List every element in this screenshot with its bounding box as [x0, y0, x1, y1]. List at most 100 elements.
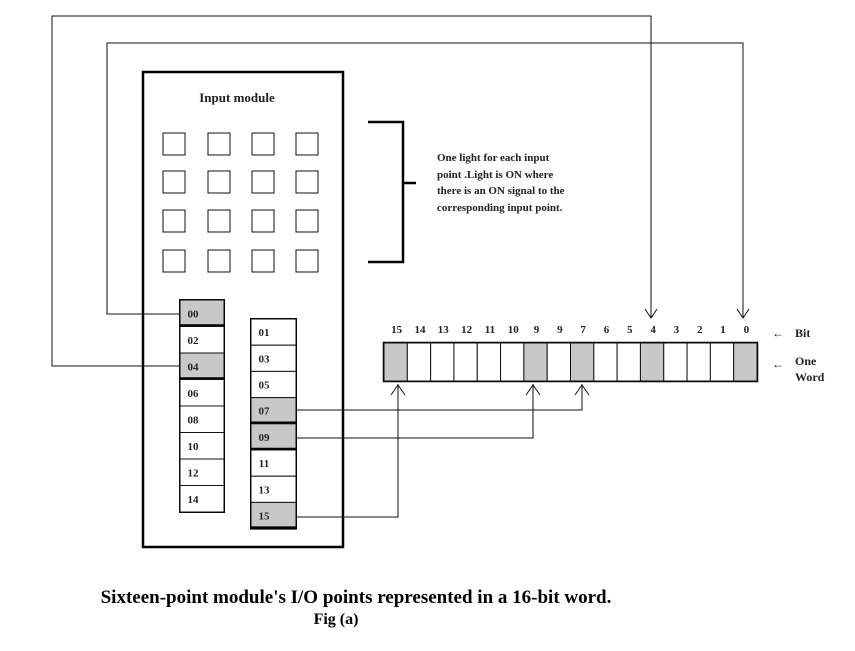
- word-legend-arrow: ←: [772, 357, 784, 371]
- note-line-4: corresponding input point.: [437, 202, 563, 214]
- indicator-light: [207, 170, 231, 194]
- terminal-label: 15: [259, 511, 271, 523]
- bit-cell: [733, 342, 758, 382]
- terminal-label: 02: [188, 335, 200, 347]
- indicator-light: [162, 170, 186, 194]
- terminal-cell: [179, 432, 225, 460]
- bit-cell: [616, 342, 641, 382]
- indicator-light: [207, 209, 231, 233]
- wire-terminal-15-to-bit-15: [296, 384, 399, 518]
- terminal-label: 13: [259, 484, 271, 496]
- terminal-label: 08: [188, 414, 200, 426]
- terminal-cell: [179, 485, 225, 513]
- bit-cell: [453, 342, 478, 382]
- bit-number-label: 11: [485, 324, 495, 336]
- terminal-label: 10: [188, 441, 200, 453]
- indicator-light: [162, 132, 186, 156]
- bit-cell: [570, 342, 595, 382]
- caption-fig: Fig (a): [314, 611, 359, 628]
- terminal-label: 05: [259, 380, 271, 392]
- caption-title: Sixteen-point module's I/O points repres…: [101, 587, 612, 608]
- indicator-light: [207, 249, 231, 273]
- bit-cell: [593, 342, 618, 382]
- arrowhead-bit-0: [736, 308, 750, 319]
- bit-cell: [383, 342, 408, 382]
- terminal-cell: [179, 299, 225, 327]
- terminal-cell: [250, 449, 297, 477]
- terminal-cell: [250, 344, 297, 372]
- bit-number-label: 2: [697, 324, 703, 336]
- bit-cell: [476, 342, 502, 382]
- terminal-label: 01: [259, 327, 270, 339]
- terminal-label: 09: [259, 432, 271, 444]
- indicator-light: [295, 249, 319, 273]
- wire-terminal-00-to-bit-0: [106, 42, 744, 318]
- bit-cell: [709, 342, 735, 382]
- terminal-label: 12: [188, 467, 200, 479]
- lights-bracket: [368, 120, 416, 264]
- bit-legend: Bit: [795, 326, 810, 340]
- indicator-light: [162, 209, 186, 233]
- note-line-1: One light for each input: [437, 152, 550, 164]
- bit-number-label: 5: [627, 324, 633, 336]
- bit-cell: [406, 342, 432, 382]
- indicator-light: [207, 132, 231, 156]
- terminal-label: 11: [259, 458, 269, 470]
- indicator-light: [251, 249, 275, 273]
- bit-number-label: 10: [508, 324, 520, 336]
- bit-number-label: 4: [650, 324, 656, 336]
- arrowhead-bit-4: [644, 308, 658, 319]
- terminal-cell: [250, 501, 297, 530]
- terminal-label: 00: [188, 308, 200, 320]
- arrowhead-bit-9: [525, 384, 541, 396]
- indicator-light: [162, 249, 186, 273]
- terminal-strip-odd: 01 03 05 07 09 11 13 15: [250, 318, 297, 530]
- terminal-cell: [179, 379, 225, 407]
- indicator-light: [251, 132, 275, 156]
- terminal-label: 03: [259, 353, 271, 365]
- bit-number-label: 9: [534, 324, 540, 336]
- wire-terminal-07-to-bit-7: [296, 384, 583, 411]
- terminal-cell: [250, 318, 297, 346]
- bit-number-label: 9: [557, 324, 563, 336]
- bit-cell: [686, 342, 711, 382]
- bit-number-label: 15: [391, 324, 403, 336]
- terminal-cell: [250, 423, 297, 451]
- bit-cell: [523, 342, 548, 382]
- bit-legend-arrow: ←: [772, 326, 784, 340]
- input-module-title: Input module: [199, 90, 275, 105]
- note-line-2: point .Light is ON where: [437, 169, 553, 181]
- bit-cell: [500, 342, 525, 382]
- terminal-cell: [179, 352, 225, 380]
- bit-number-label: 7: [580, 324, 586, 336]
- sixteen-bit-word: [382, 341, 759, 383]
- terminal-label: 14: [188, 494, 200, 506]
- bit-number-label: 0: [744, 324, 750, 336]
- indicator-light: [251, 209, 275, 233]
- terminal-label: 04: [188, 361, 200, 373]
- terminal-label: 07: [259, 406, 271, 418]
- bit-number-label: 14: [414, 324, 426, 336]
- arrowhead-bit-15: [390, 384, 406, 396]
- bit-cell: [663, 342, 688, 382]
- bit-number-label: 12: [461, 324, 473, 336]
- indicator-light: [251, 170, 275, 194]
- indicator-light: [295, 132, 319, 156]
- indicator-lights: [162, 132, 319, 273]
- bit-number-label: 13: [438, 324, 450, 336]
- indicator-light: [295, 209, 319, 233]
- bit-number-label: 6: [604, 324, 610, 336]
- note-line-3: there is an ON signal to the: [437, 185, 565, 197]
- bit-cell: [430, 342, 455, 382]
- terminal-cell: [179, 458, 225, 486]
- indicator-light: [295, 170, 319, 194]
- wire-terminal-09-to-bit-9: [296, 384, 534, 439]
- arrowhead-bit-7: [574, 384, 590, 396]
- wire-terminal-04-to-bit-4: [51, 15, 652, 367]
- bit-cell: [639, 342, 665, 382]
- bit-number-label: 1: [720, 324, 726, 336]
- bit-number-label: 3: [674, 324, 680, 336]
